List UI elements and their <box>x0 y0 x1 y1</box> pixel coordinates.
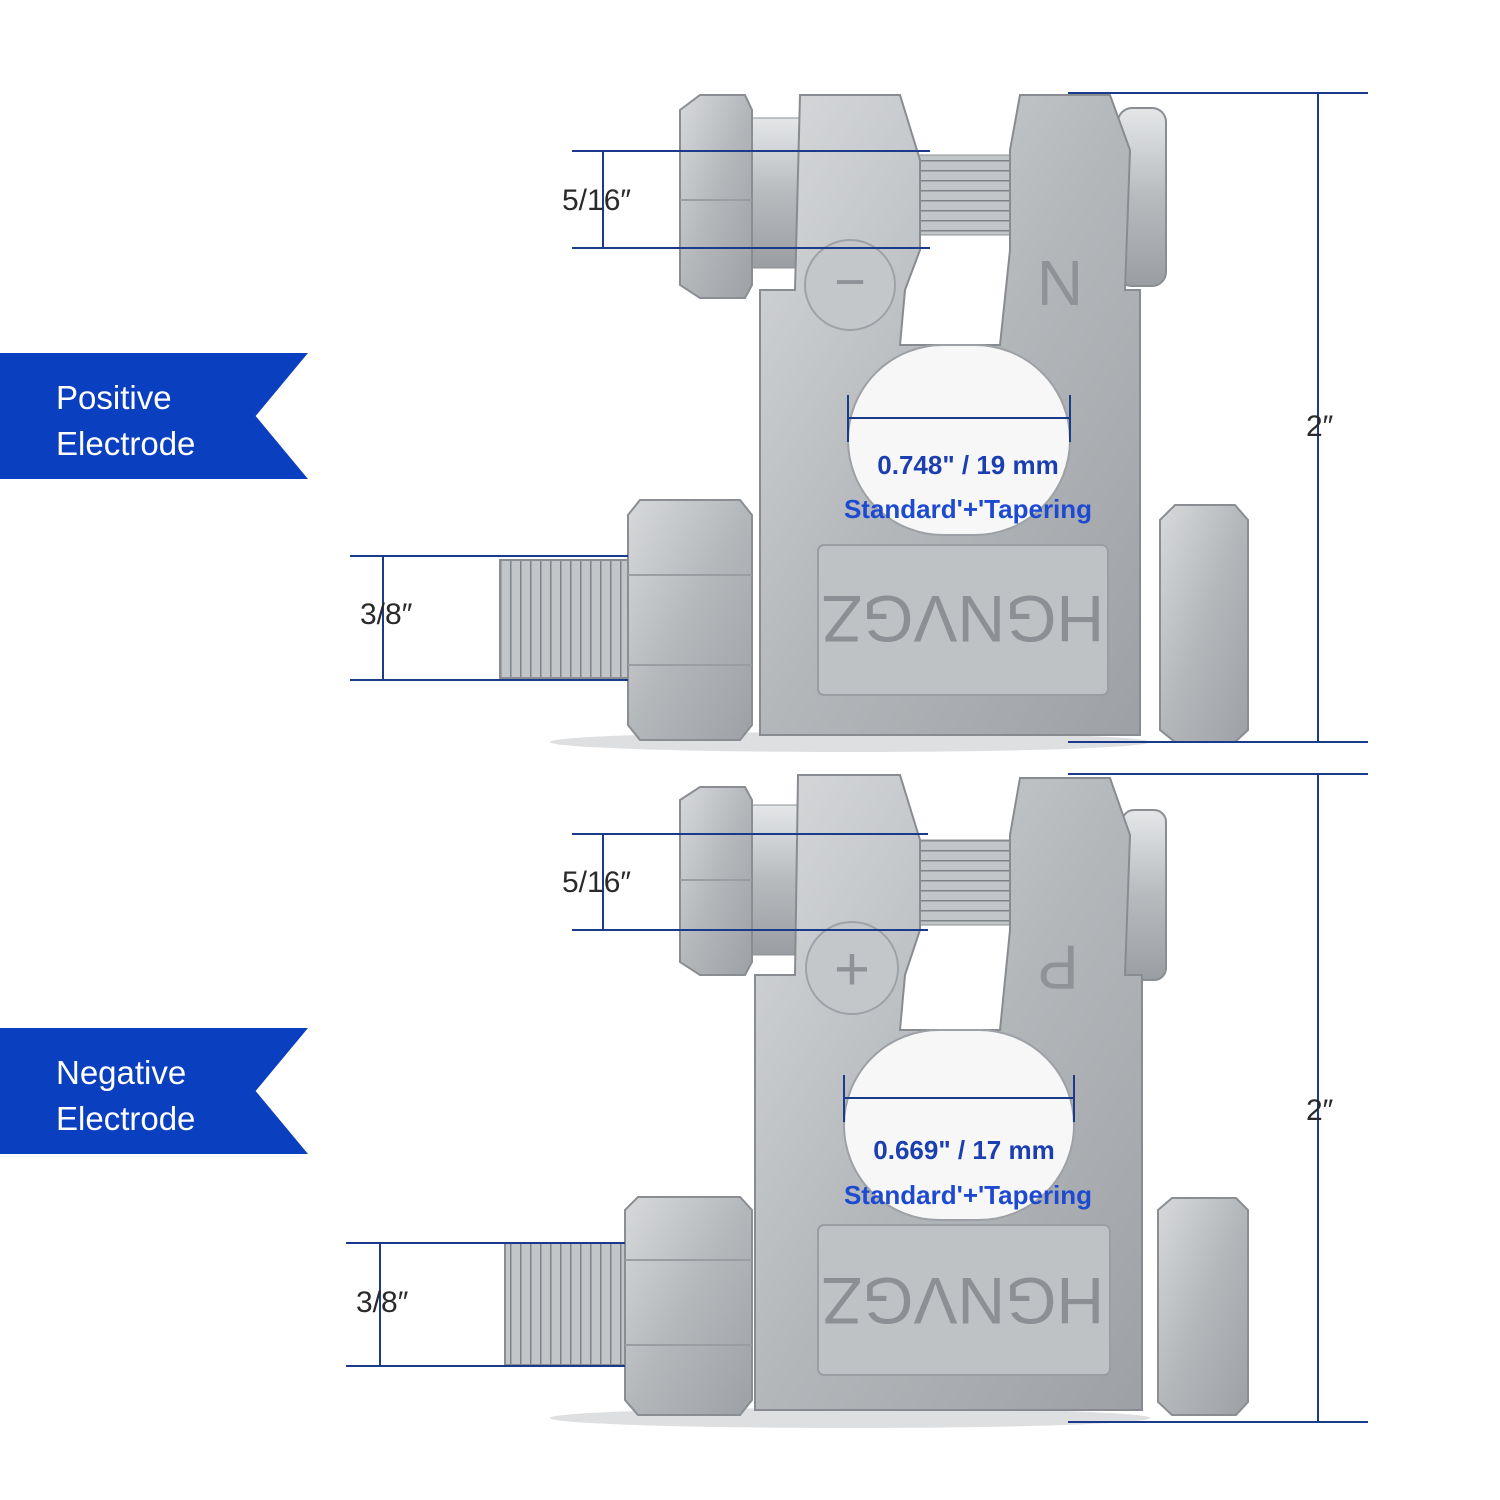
post-dimension-label: 3/8″ <box>356 1286 409 1319</box>
hole-size-label: 0.669" / 17 mm <box>873 1135 1055 1165</box>
bolt-dimension-label: 5/16″ <box>562 184 632 217</box>
hole-size-label: 0.748" / 19 mm <box>877 450 1059 480</box>
height-dimension-label: 2″ <box>1306 410 1334 443</box>
banner-line: Positive <box>56 379 172 416</box>
height-dimension-label: 2″ <box>1306 1094 1334 1127</box>
polarity-minus-mark: − <box>834 252 866 312</box>
letter-n-mark: N <box>1037 247 1083 319</box>
letter-p-mark: P <box>1037 932 1078 1001</box>
brand-stamp: HGNVGZ <box>822 582 1104 656</box>
post-dimension-label: 3/8″ <box>360 598 413 631</box>
hole-type-label: Standard'+'Tapering <box>843 1180 1093 1210</box>
bottom-terminal: + P HGNVGZ <box>504 774 1249 1428</box>
hole-type-label: Standard'+'Tapering <box>843 494 1093 524</box>
polarity-plus-mark: + <box>834 935 870 1004</box>
brand-stamp: HGNVGZ <box>822 1264 1104 1338</box>
bolt-dimension-label: 5/16″ <box>562 866 632 899</box>
banner-line: Electrode <box>56 1100 196 1137</box>
dimension-lines <box>346 92 1368 1423</box>
banner-line: Negative <box>56 1054 187 1091</box>
top-terminal: − N HGNVGZ <box>499 94 1249 752</box>
banner-line: Electrode <box>56 425 196 462</box>
